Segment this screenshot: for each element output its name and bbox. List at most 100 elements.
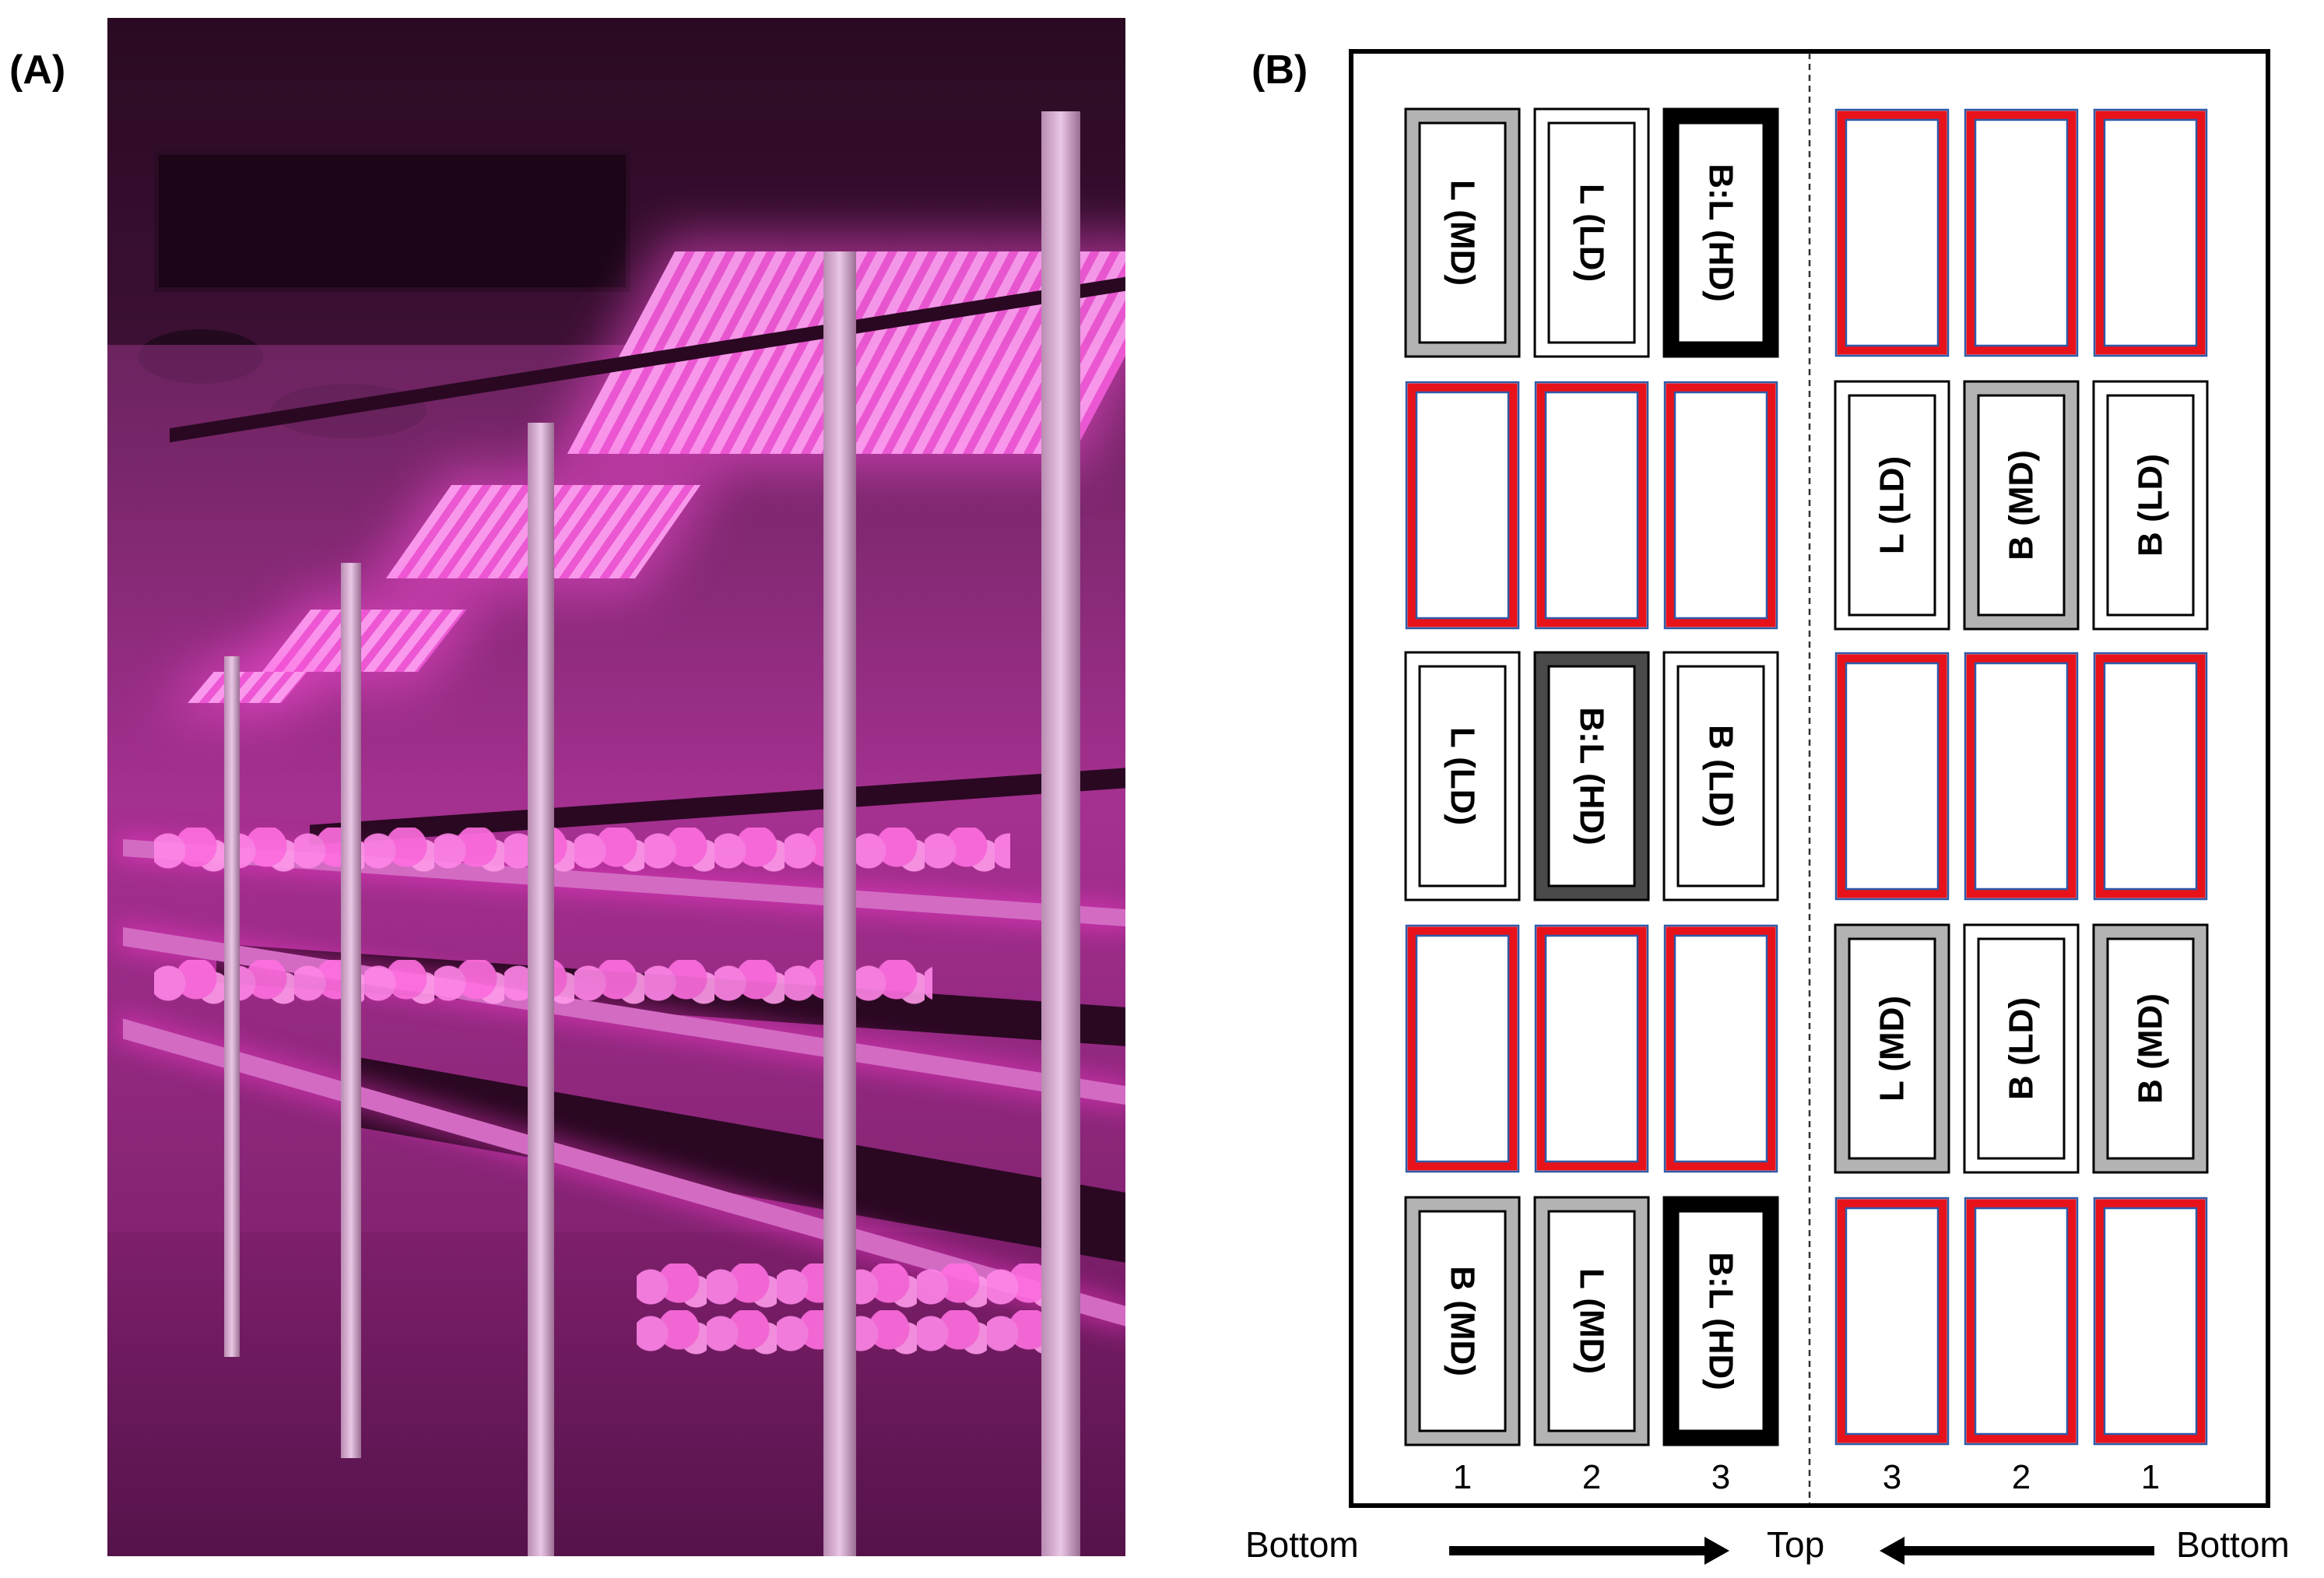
cell-label: B (LD) (1702, 725, 1740, 828)
cell-grid: L (MD) L (LD) B:L (HD) L (LD) B (MD) B (LD) L … (1404, 107, 2209, 1446)
cell-inner (1547, 1210, 1636, 1432)
empty-tray-cell (2093, 1197, 2208, 1446)
tray-cell: L (MD) (1404, 107, 1521, 358)
cell-outer-line (2093, 108, 2208, 357)
tray-cell: B (LD) (1963, 923, 2080, 1174)
tray-cell: B (MD) (1404, 1196, 1521, 1446)
cell-inner (1676, 665, 1765, 887)
cell-label: B (MD) (1444, 1266, 1482, 1376)
rack-post (224, 656, 240, 1357)
cell-red-border (1837, 654, 1947, 898)
cell-inner-line (1974, 662, 2069, 891)
cell-label: L (LD) (1873, 456, 1912, 554)
cell-inner-line (1673, 934, 1768, 1163)
cell-label: B:L (HD) (1573, 707, 1611, 845)
cell-inner-line (1415, 391, 1510, 620)
column-number-label: 2 (1582, 1458, 1601, 1496)
cell-inner (1547, 665, 1636, 887)
cell-red-border (1536, 926, 1647, 1171)
cell-inner-line (2103, 1207, 2198, 1436)
tray-cell: L (MD) (1834, 923, 1950, 1174)
cell-inner-line (2103, 662, 2198, 891)
cell-label: L (LD) (1573, 184, 1611, 282)
cell-inner-line (1845, 662, 1940, 891)
cell-outer-line (1663, 381, 1778, 630)
empty-tray-cell (1405, 924, 1520, 1173)
cell-inner (1977, 937, 2066, 1160)
tray-cell: B:L (HD) (1533, 651, 1650, 901)
cell-outer-line (1834, 652, 1950, 901)
column-number-label: 1 (2141, 1458, 2160, 1496)
direction-axis: Bottom Top Bottom (1245, 1524, 2290, 1565)
cell-inner-line (1673, 391, 1768, 620)
cell-label: L (MD) (1573, 1268, 1611, 1374)
arrow-left-head (1880, 1537, 1904, 1565)
arrow-right-head (1704, 1537, 1729, 1565)
tray-cell: L (LD) (1533, 107, 1650, 358)
cell-red-border (2095, 111, 2206, 355)
cell-label: B (LD) (2132, 454, 2170, 557)
column-number-label: 3 (1883, 1458, 1901, 1496)
tray-cell: B:L (HD) (1662, 1196, 1779, 1446)
cell-inner (1418, 665, 1507, 887)
cell-outer-line (1534, 924, 1649, 1173)
grow-room-photo (107, 18, 1125, 1556)
rack-post (341, 563, 361, 1458)
cell-outer-line (1964, 652, 2079, 901)
cell-red-border (2095, 654, 2206, 898)
cell-red-border (1407, 383, 1518, 627)
tray-cell: L (LD) (1404, 651, 1521, 901)
cell-inner-line (1974, 1207, 2069, 1436)
empty-tray-cell (1834, 108, 1950, 357)
cell-inner (1848, 394, 1936, 617)
column-number-label: 3 (1711, 1458, 1730, 1496)
axis-right-label: Bottom (2176, 1524, 2290, 1565)
cell-red-border (1966, 111, 2077, 355)
empty-tray-cell (1834, 1197, 1950, 1446)
cell-inner-line (2103, 118, 2198, 347)
empty-tray-cell (1405, 381, 1520, 630)
tray-cell: B (MD) (1963, 380, 2080, 631)
empty-tray-cell (1663, 924, 1778, 1173)
cell-inner (1977, 394, 2066, 617)
axis-center-label: Top (1767, 1524, 1824, 1565)
cell-inner (1676, 1210, 1765, 1432)
cell-red-border (1536, 383, 1647, 627)
cell-label: B (LD) (2003, 997, 2041, 1100)
empty-tray-cell (1964, 1197, 2079, 1446)
cell-inner-line (1544, 934, 1639, 1163)
tray-cell: L (LD) (1834, 380, 1950, 631)
tray-cell: B (LD) (2092, 380, 2209, 631)
cell-label: L (LD) (1444, 727, 1482, 825)
cell-outer-line (2093, 652, 2208, 901)
cell-red-border (1837, 111, 1947, 355)
rack-post (1041, 111, 1080, 1556)
cell-label: L (MD) (1873, 996, 1912, 1102)
cell-inner (1418, 121, 1507, 344)
panel-b-label: (B) (1252, 47, 1308, 93)
cell-red-border (2095, 1199, 2206, 1443)
cell-inner-line (1544, 391, 1639, 620)
cell-label: L (MD) (1444, 180, 1482, 286)
cell-inner (2106, 394, 2195, 617)
cell-red-border (1966, 654, 2077, 898)
cell-inner (1547, 121, 1636, 344)
cell-label: B:L (HD) (1702, 163, 1740, 302)
cell-inner (1676, 121, 1765, 344)
cell-label: B (MD) (2132, 993, 2170, 1104)
empty-tray-cell (1964, 108, 2079, 357)
axis-left-label: Bottom (1245, 1524, 1359, 1565)
cell-red-border (1407, 926, 1518, 1171)
cell-inner (1418, 1210, 1507, 1432)
empty-tray-cell (2093, 652, 2208, 901)
cell-outer-line (1964, 108, 2079, 357)
cell-outer-line (1534, 381, 1649, 630)
cell-inner-line (1974, 118, 2069, 347)
tray-cell: L (MD) (1533, 1196, 1650, 1446)
tray-cell: B (LD) (1662, 651, 1779, 901)
cell-red-border (1837, 1199, 1947, 1443)
cell-outer-line (1834, 1197, 1950, 1446)
cell-inner (1848, 937, 1936, 1160)
empty-tray-cell (1534, 924, 1649, 1173)
